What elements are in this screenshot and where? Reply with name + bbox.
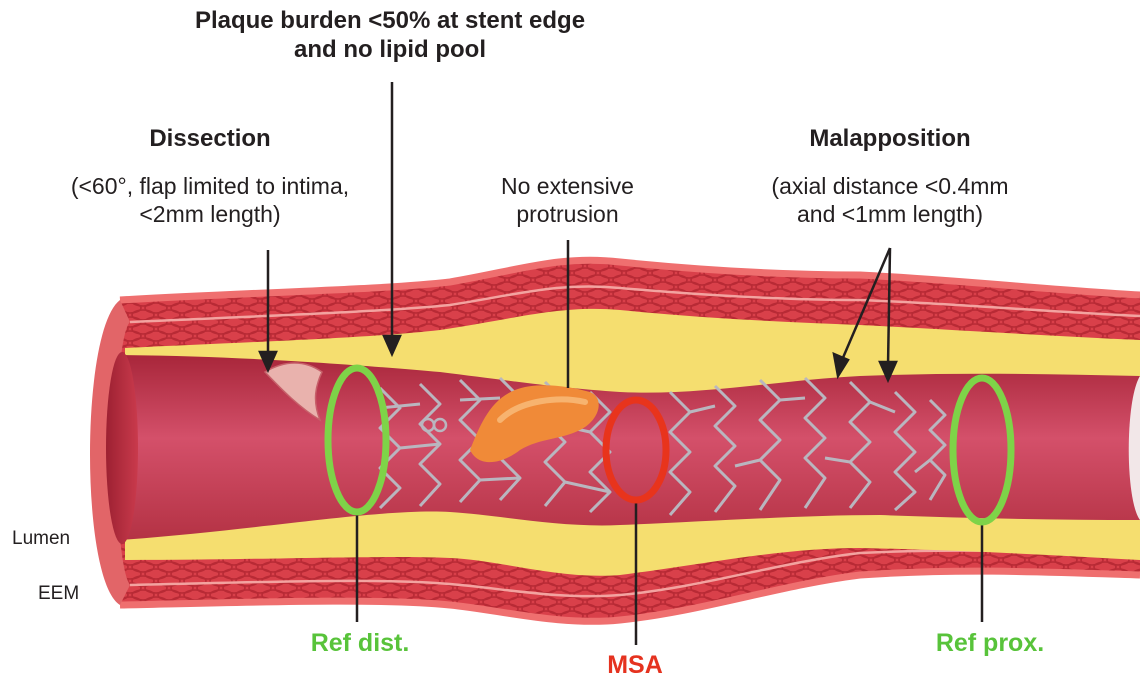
protrusion-line1: No extensive (455, 172, 680, 200)
eem-label: EEM (38, 582, 98, 605)
plaque-burden-line1: Plaque burden <50% at stent edge (150, 6, 630, 35)
protrusion-label: No extensive protrusion (455, 172, 680, 228)
ref-dist-label: Ref dist. (290, 628, 430, 659)
plaque-burden-line2: and no lipid pool (150, 35, 630, 64)
malapposition-line2: and <1mm length) (720, 200, 1060, 228)
malapposition-description: (axial distance <0.4mm and <1mm length) (720, 172, 1060, 228)
dissection-line1: (<60°, flap limited to intima, (20, 172, 400, 200)
dissection-title: Dissection (80, 124, 340, 153)
dissection-description: (<60°, flap limited to intima, <2mm leng… (20, 172, 400, 228)
dissection-line2: <2mm length) (20, 200, 400, 228)
malapposition-line1: (axial distance <0.4mm (720, 172, 1060, 200)
plaque-burden-label: Plaque burden <50% at stent edge and no … (150, 6, 630, 65)
protrusion-line2: protrusion (455, 200, 680, 228)
ref-prox-label: Ref prox. (915, 628, 1065, 659)
lumen-label: Lumen (12, 527, 102, 550)
malapposition-title: Malapposition (760, 124, 1020, 153)
msa-label: MSA (575, 650, 695, 681)
